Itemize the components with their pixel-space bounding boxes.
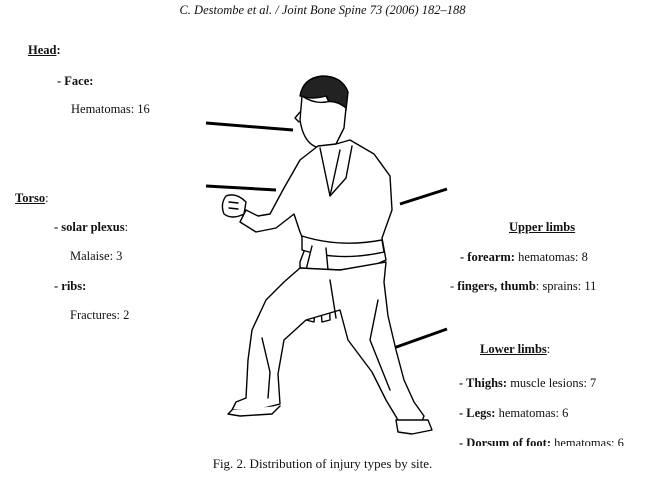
torso-colon: :	[45, 191, 49, 205]
fingers-detail: : sprains: 11	[535, 279, 597, 293]
lower-limbs-heading: Lower limbs	[480, 342, 547, 356]
pointer-line-torso	[205, 184, 277, 192]
thighs-detail: muscle lesions: 7	[507, 376, 597, 390]
dorsum-label: - Dorsum of foot:	[459, 436, 551, 446]
legs-line: - Legs: hematomas: 6	[459, 406, 568, 421]
solar-plexus-detail: Malaise: 3	[70, 249, 123, 263]
face-label: - Face:	[57, 74, 94, 88]
karateka-figure	[221, 75, 433, 435]
figure-caption: Fig. 2. Distribution of injury types by …	[212, 456, 433, 471]
solar-plexus-colon: :	[124, 220, 129, 234]
head-heading-group: Head:	[28, 43, 61, 58]
solar-plexus-group: - solar plexus:	[54, 220, 128, 235]
solar-plexus-label: - solar plexus	[54, 220, 125, 234]
torso-heading: Torso	[15, 191, 46, 205]
dorsum-line: - Dorsum of foot: hematomas: 6	[459, 436, 631, 446]
face-detail: Hematomas: 16	[71, 102, 150, 116]
forearm-detail: hematomas: 8	[514, 250, 588, 264]
forearm-label: - forearm:	[460, 250, 515, 264]
head-heading: Head	[28, 43, 57, 57]
pointer-line-lower-limbs	[387, 327, 448, 352]
upper-limbs-heading: Upper limbs	[509, 220, 576, 234]
fingers-prefix: -	[450, 279, 458, 293]
torso-heading-group: Torso:	[15, 191, 49, 206]
lower-limbs-heading-group: Lower limbs:	[480, 342, 550, 357]
lower-limbs-colon: :	[546, 342, 551, 356]
ribs-detail: Fractures: 2	[70, 308, 130, 322]
pointer-line-upper-limbs	[399, 187, 448, 206]
legs-detail: hematomas: 6	[495, 406, 569, 420]
fingers-line: - fingers, thumb: sprains: 11	[450, 279, 596, 294]
ribs-label: - ribs:	[54, 279, 87, 293]
running-header: C. Destombe et al. / Joint Bone Spine 73…	[179, 3, 466, 17]
thighs-line: - Thighs: muscle lesions: 7	[459, 376, 596, 391]
head-colon: :	[56, 43, 61, 57]
forearm-line: - forearm: hematomas: 8	[460, 250, 588, 265]
dorsum-detail: hematomas: 6	[551, 436, 624, 446]
fingers-label: fingers, thumb	[457, 279, 536, 293]
legs-label: - Legs:	[459, 406, 496, 420]
pointer-line-head	[205, 121, 294, 132]
thighs-label: - Thighs:	[459, 376, 508, 390]
